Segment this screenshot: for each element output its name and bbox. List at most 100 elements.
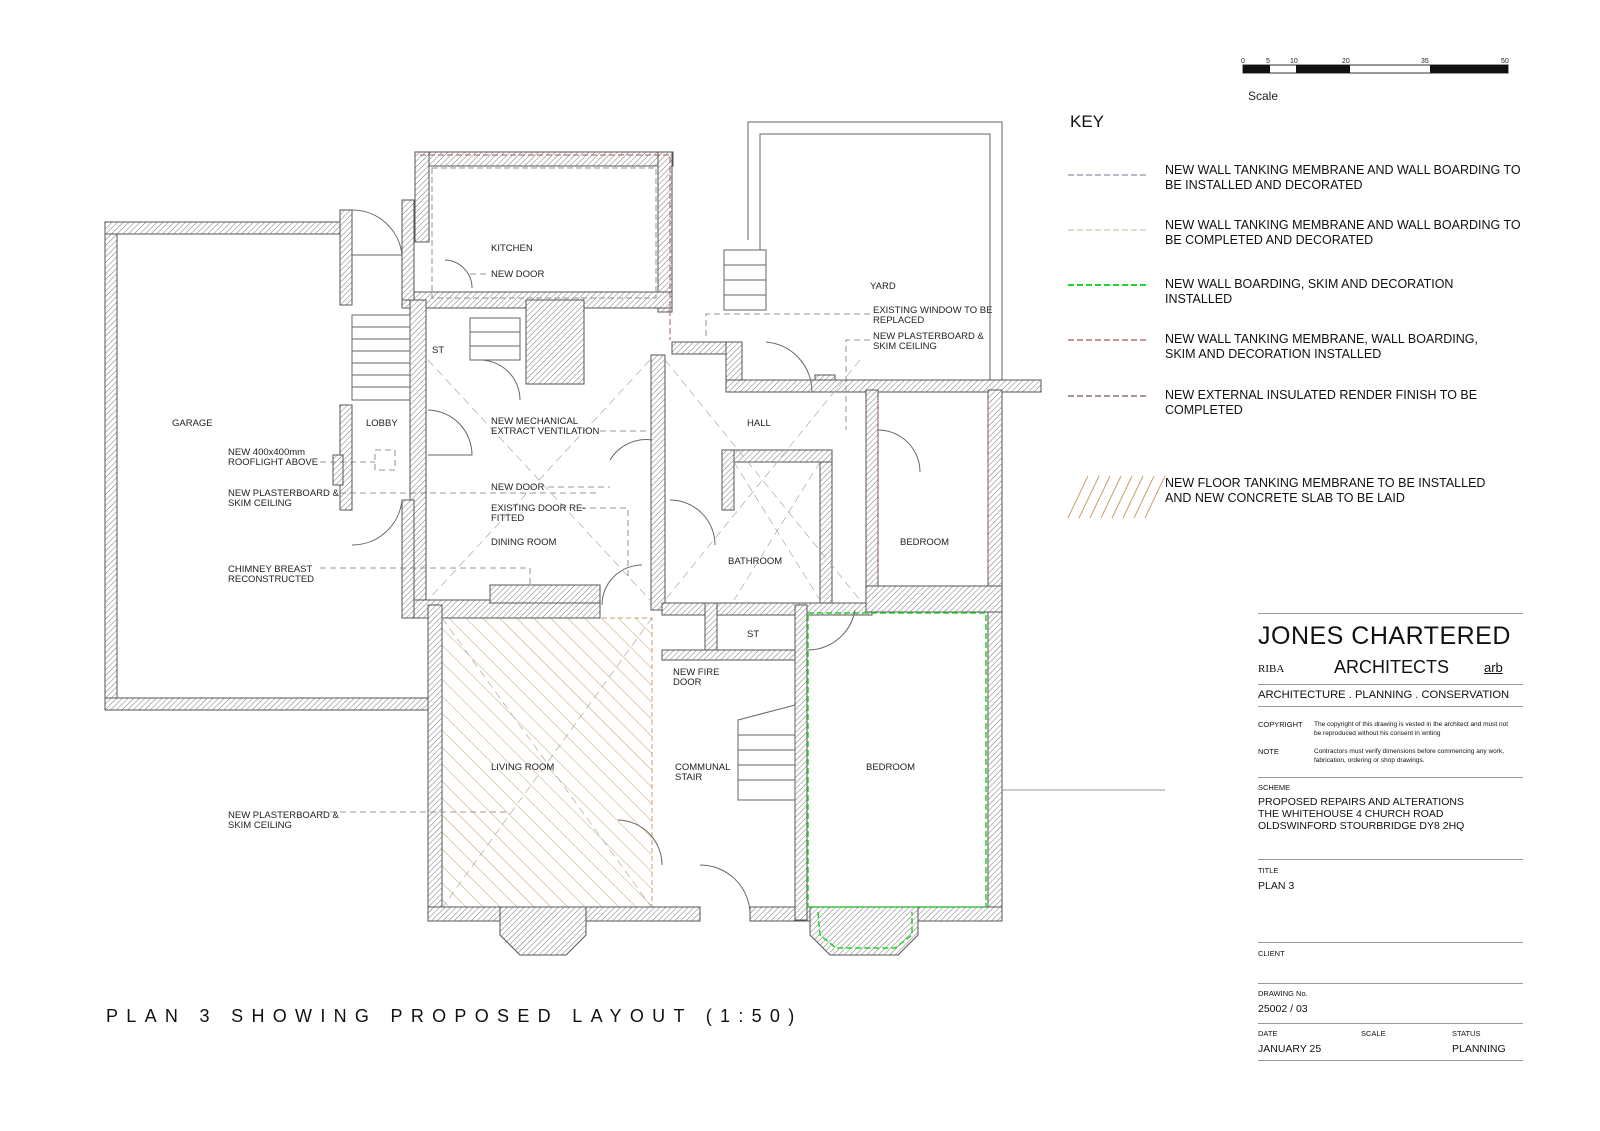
note: EXISTING WINDOW TO BE bbox=[873, 305, 992, 316]
room-labels: GARAGE LOBBY KITCHEN ST DINING ROOM HALL… bbox=[172, 243, 949, 783]
scale-tick: 50 bbox=[1501, 58, 1509, 65]
status-label: STATUS bbox=[1452, 1029, 1481, 1038]
bedroom-tanking-line bbox=[877, 400, 989, 580]
rooflight bbox=[374, 449, 396, 471]
key-item-text: NEW WALL TANKING MEMBRANE AND WALL BOARD… bbox=[1165, 218, 1521, 247]
key-item-text: NEW EXTERNAL INSULATED RENDER FINISH TO … bbox=[1165, 388, 1478, 417]
note: SKIM CEILING bbox=[228, 820, 292, 831]
scheme-label: SCHEME bbox=[1258, 783, 1291, 792]
bedroom-boarding-line bbox=[807, 612, 987, 908]
kitchen-render-line bbox=[420, 154, 671, 340]
key-hatch-line bbox=[1089, 475, 1111, 519]
scale-label: Scale bbox=[1248, 89, 1278, 103]
note: NEW DOOR bbox=[491, 482, 544, 493]
note: SKIM CEILING bbox=[228, 498, 292, 509]
room-garage: GARAGE bbox=[172, 418, 213, 429]
arb-logo: arb bbox=[1484, 660, 1503, 675]
note: NEW PLASTERBOARD & bbox=[873, 331, 985, 342]
firm-name-line2: ARCHITECTS bbox=[1334, 657, 1450, 677]
note: NEW FIRE bbox=[673, 667, 719, 678]
scale-tick: 0 bbox=[1241, 58, 1245, 65]
status-value: PLANNING bbox=[1452, 1043, 1506, 1055]
doors bbox=[351, 209, 921, 913]
room-bedroom-1: BEDROOM bbox=[900, 537, 949, 548]
scale-tick: 10 bbox=[1290, 58, 1298, 65]
scale-label: SCALE bbox=[1361, 1029, 1386, 1038]
note: DOOR bbox=[673, 677, 702, 688]
scheme-line: PROPOSED REPAIRS AND ALTERATIONS bbox=[1258, 796, 1464, 808]
room-bathroom: BATHROOM bbox=[728, 556, 782, 567]
annotations: NEW DOOR NEW 400x400mm ROOFLIGHT ABOVE N… bbox=[228, 269, 992, 831]
yard-steps bbox=[723, 249, 767, 311]
key-hatch-line bbox=[1133, 475, 1155, 519]
note-label: NOTE bbox=[1258, 747, 1279, 756]
key-hatch-line bbox=[1122, 475, 1144, 519]
room-communal-stair: COMMUNAL bbox=[675, 762, 730, 773]
communal-stairs bbox=[737, 704, 796, 801]
title-value: PLAN 3 bbox=[1258, 880, 1295, 892]
copyright-text: The copyright of this drawing is vested … bbox=[1314, 721, 1509, 737]
room-dining: DINING ROOM bbox=[491, 537, 557, 548]
inner-stairs bbox=[469, 317, 521, 361]
note: EXISTING DOOR RE- bbox=[491, 503, 585, 514]
note: NEW PLASTERBOARD & bbox=[228, 488, 340, 499]
room-store: ST bbox=[432, 345, 444, 356]
scheme-line: THE WHITEHOUSE 4 CHURCH ROAD bbox=[1258, 808, 1444, 820]
scale-tick: 5 bbox=[1266, 58, 1270, 65]
key-hatch-line bbox=[1067, 475, 1089, 519]
room-bedroom-2: BEDROOM bbox=[866, 762, 915, 773]
key-item-text: NEW WALL TANKING MEMBRANE, WALL BOARDING… bbox=[1165, 332, 1479, 361]
date-label: DATE bbox=[1258, 1029, 1278, 1038]
room-store-2: ST bbox=[747, 629, 759, 640]
key-hatch-line bbox=[1111, 475, 1133, 519]
scale-bar: 0 5 10 20 35 50 Scale bbox=[1241, 58, 1509, 103]
note: NEW DOOR bbox=[491, 269, 544, 280]
note: SKIM CEILING bbox=[873, 341, 937, 352]
key-symbols bbox=[1067, 174, 1166, 519]
key-item-text: NEW FLOOR TANKING MEMBRANE TO BE INSTALL… bbox=[1165, 476, 1486, 505]
note: CHIMNEY BREAST bbox=[228, 564, 312, 575]
key-hatch-line bbox=[1100, 475, 1122, 519]
note: FITTED bbox=[491, 513, 524, 524]
room-kitchen: KITCHEN bbox=[491, 243, 533, 254]
note: REPLACED bbox=[873, 315, 924, 326]
note: EXTRACT VENTILATION bbox=[491, 426, 600, 437]
leader-lines bbox=[320, 273, 1165, 813]
scheme-text: PROPOSED REPAIRS AND ALTERATIONS THE WHI… bbox=[1258, 796, 1523, 832]
note: RECONSTRUCTED bbox=[228, 574, 314, 585]
title-label: TITLE bbox=[1258, 866, 1279, 875]
scheme-line: OLDSWINFORD STOURBRIDGE DY8 2HQ bbox=[1258, 820, 1465, 832]
scale-tick: 20 bbox=[1342, 58, 1350, 65]
note: NEW PLASTERBOARD & bbox=[228, 810, 340, 821]
firm-name: JONES CHARTERED bbox=[1258, 622, 1511, 650]
key-heading: KEY bbox=[1070, 112, 1105, 131]
firm-tagline: ARCHITECTURE . PLANNING . CONSERVATION bbox=[1258, 689, 1510, 701]
key-item-text: NEW WALL TANKING MEMBRANE AND WALL BOARD… bbox=[1165, 163, 1521, 192]
key-floor-hatch bbox=[1067, 475, 1166, 519]
key-hatch-line bbox=[1144, 475, 1166, 519]
note: NEW 400x400mm bbox=[228, 447, 305, 458]
copyright-label: COPYRIGHT bbox=[1258, 720, 1303, 729]
walls bbox=[104, 151, 1042, 956]
lobby-stairs bbox=[351, 314, 411, 401]
ceiling-diagonals bbox=[427, 359, 861, 909]
note: ROOFLIGHT ABOVE bbox=[228, 457, 318, 468]
key-hatch-line bbox=[1078, 475, 1100, 519]
date-value: JANUARY 25 bbox=[1258, 1043, 1322, 1055]
note: NEW MECHANICAL bbox=[491, 416, 578, 427]
room-yard: YARD bbox=[870, 281, 896, 292]
scale-tick: 35 bbox=[1421, 58, 1429, 65]
room-lobby: LOBBY bbox=[366, 418, 398, 429]
room-living: LIVING ROOM bbox=[491, 762, 554, 773]
kitchen-tanking-line bbox=[431, 167, 657, 299]
note-text: Contractors must verify dimensions befor… bbox=[1314, 748, 1505, 764]
room-communal-stair: STAIR bbox=[675, 772, 702, 783]
drawing-title: PLAN 3 SHOWING PROPOSED LAYOUT (1:50) bbox=[106, 1006, 803, 1026]
drawing-no: 25002 / 03 bbox=[1258, 1003, 1308, 1015]
key-item-text: NEW WALL BOARDING, SKIM AND DECORATION I… bbox=[1165, 277, 1454, 306]
client-label: CLIENT bbox=[1258, 949, 1285, 958]
drawing-no-label: DRAWING No. bbox=[1258, 989, 1308, 998]
riba-logo: RIBA bbox=[1258, 663, 1285, 675]
yard-boundary bbox=[747, 121, 1003, 388]
